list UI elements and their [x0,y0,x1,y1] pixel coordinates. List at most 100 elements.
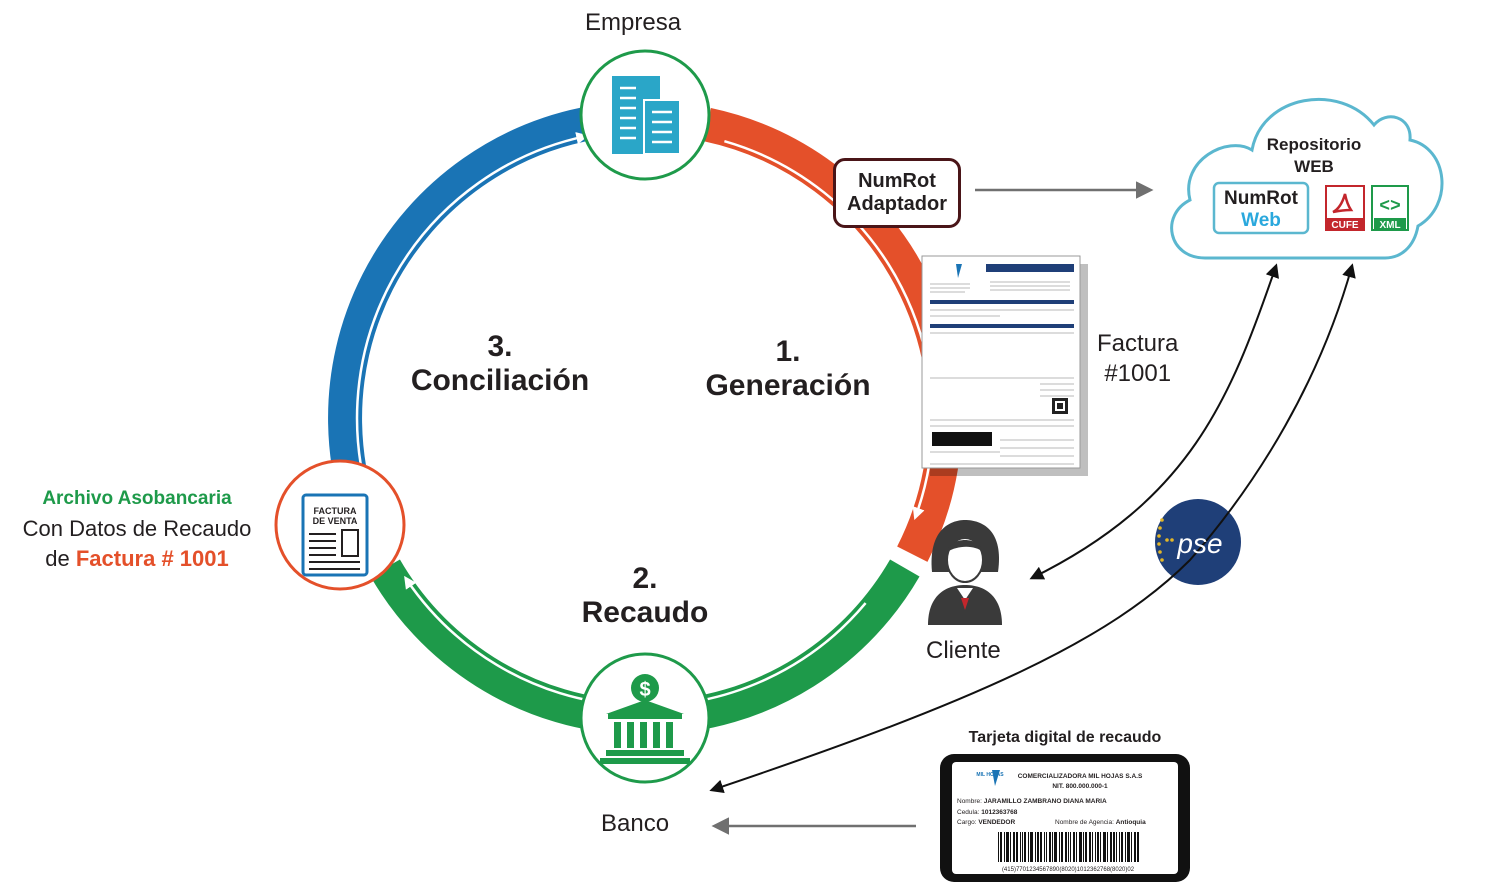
barcode-bar [1004,832,1005,862]
stage-recaudo-number: 2. [632,562,658,595]
barcode-bar [1076,832,1077,862]
factura-icon-line2: DE VENTA [313,516,358,526]
barcode-bar [1125,832,1126,862]
card-cargo-value: VENDEDOR [978,819,1015,826]
svg-text:Nombre de Agencia: Antioqu: Nombre de Agencia: Antioquia [1055,819,1146,826]
barcode-bar [1020,832,1021,862]
barcode-bar [1073,832,1075,862]
barcode-bar [1131,832,1132,862]
barcode-bar [1083,832,1084,862]
barcode-bar [1046,832,1047,862]
barcode-bar [1028,832,1029,862]
barcode-bar [1134,832,1136,862]
barcode-bar [1016,832,1018,862]
invoice-document [921,255,1088,476]
svg-text:Cargo: VENDEDOR: Cargo: VENDEDOR [957,819,1015,826]
stage-conciliacion-number: 3. [487,330,513,363]
barcode-bar [1085,832,1087,862]
barcode-bar [1054,832,1057,862]
svg-text:Cedula: 1012363768: Cedula: 1012363768 [957,809,1018,816]
numrot-web-line1: NumRot [1224,188,1299,209]
empresa-node [579,49,711,181]
asobancaria-line2: Con Datos de Recaudo [22,516,252,541]
card-cargo-label: Cargo: [957,819,977,826]
conciliacion-flow-arrow [355,132,589,517]
factura-icon-line1: FACTURA [314,506,357,516]
barcode-bar [1103,832,1106,862]
barcode-bar [1119,832,1120,862]
asobancaria-note: Archivo Asobancaria Con Datos de Recaudo… [4,484,270,574]
barcode-bar [1127,832,1130,862]
barcode-bar [1044,832,1045,862]
barcode-bar [1121,832,1123,862]
adapter-line2: Adaptador [847,193,947,215]
barcode-bar [1110,832,1112,862]
building-icon [612,76,681,155]
stage-conciliacion: 3. Conciliación [390,330,610,398]
barcode-bar [1052,832,1053,862]
pdf-file-icon [1325,185,1365,231]
stage-conciliacion-title: Conciliación [410,364,590,397]
stage-generacion-title: Generación [705,369,871,402]
barcode-bar [1097,832,1099,862]
barcode-bar [1030,832,1033,862]
barcode [998,832,1139,862]
xml-file-icon [1371,185,1409,231]
numrot-web-box [1212,181,1310,235]
barcode-bar [1037,832,1039,862]
card-logo-text: MIL HOJAS [976,772,1004,778]
card-nit: NIT. 800.000.000-1 [1052,783,1108,790]
stage-recaudo: 2. Recaudo [560,562,730,630]
card-nombre-label: Nombre: [957,798,982,805]
asobancaria-title: Archivo Asobancaria [42,488,232,509]
repository-banco-arrow [709,263,1356,794]
xml-badge-label: XML [1379,220,1400,231]
barcode-bar [1079,832,1082,862]
numrot-web-line2: Web [1241,210,1281,231]
barcode-bar [1035,832,1036,862]
card-cedula-value: 1012363768 [981,809,1018,816]
empresa-label: Empresa [585,9,682,36]
card-agencia-label: Nombre de Agencia: [1055,819,1114,826]
barcode-bar [1013,832,1015,862]
invoice-label-line1: Factura [1097,330,1179,357]
barcode-bar [1095,832,1096,862]
barcode-bar [1006,832,1009,862]
repositorio-line1: Repositorio [1267,135,1361,154]
barcode-bar [1068,832,1069,862]
repositorio-line2: WEB [1294,157,1334,176]
banco-label: Banco [601,810,670,837]
barcode-bar [1059,832,1060,862]
barcode-bar [1010,832,1011,862]
barcode-bar [1100,832,1101,862]
cufe-badge-label: CUFE [1331,220,1359,231]
barcode-bar [1024,832,1026,862]
barcode-bar [1022,832,1023,862]
bank-icon: $ [600,674,690,764]
invoice-document-icon [301,493,369,577]
barcode-bar [1070,832,1071,862]
card-title: Tarjeta digital de recaudo [969,729,1162,746]
cloud-repository [1170,97,1444,260]
banco-node: $ [579,652,711,784]
stage-recaudo-title: Recaudo [581,596,709,629]
barcode-bar [998,832,999,862]
card-nombre-value: JARAMILLO ZAMBRANO DIANA MARIA [984,798,1107,805]
barcode-bar [1065,832,1067,862]
cliente-label: Cliente [926,637,1001,664]
barcode-bar [1137,832,1139,862]
stage-generacion: 1. Generación [688,335,888,403]
svg-text:Nombre: JARAMILLO ZAMBRANO: Nombre: JARAMILLO ZAMBRANO DIANA MARIA [957,798,1107,805]
asobancaria-factura-highlight: Factura # 1001 [75,546,229,571]
card-cedula-label: Cedula: [957,809,980,816]
barcode-bar [1049,832,1051,862]
stage-generacion-number: 1. [775,335,801,368]
barcode-bar [1040,832,1042,862]
card-company: COMERCIALIZADORA MIL HOJAS S.A.S [1018,773,1143,780]
xml-glyph: <> [1379,197,1401,217]
pse-label: pse [1176,528,1222,559]
invoice-label: Factura #1001 [1097,329,1178,389]
invoice-label-line2: #1001 [1104,360,1172,387]
adapter-line1: NumRot [858,170,936,192]
